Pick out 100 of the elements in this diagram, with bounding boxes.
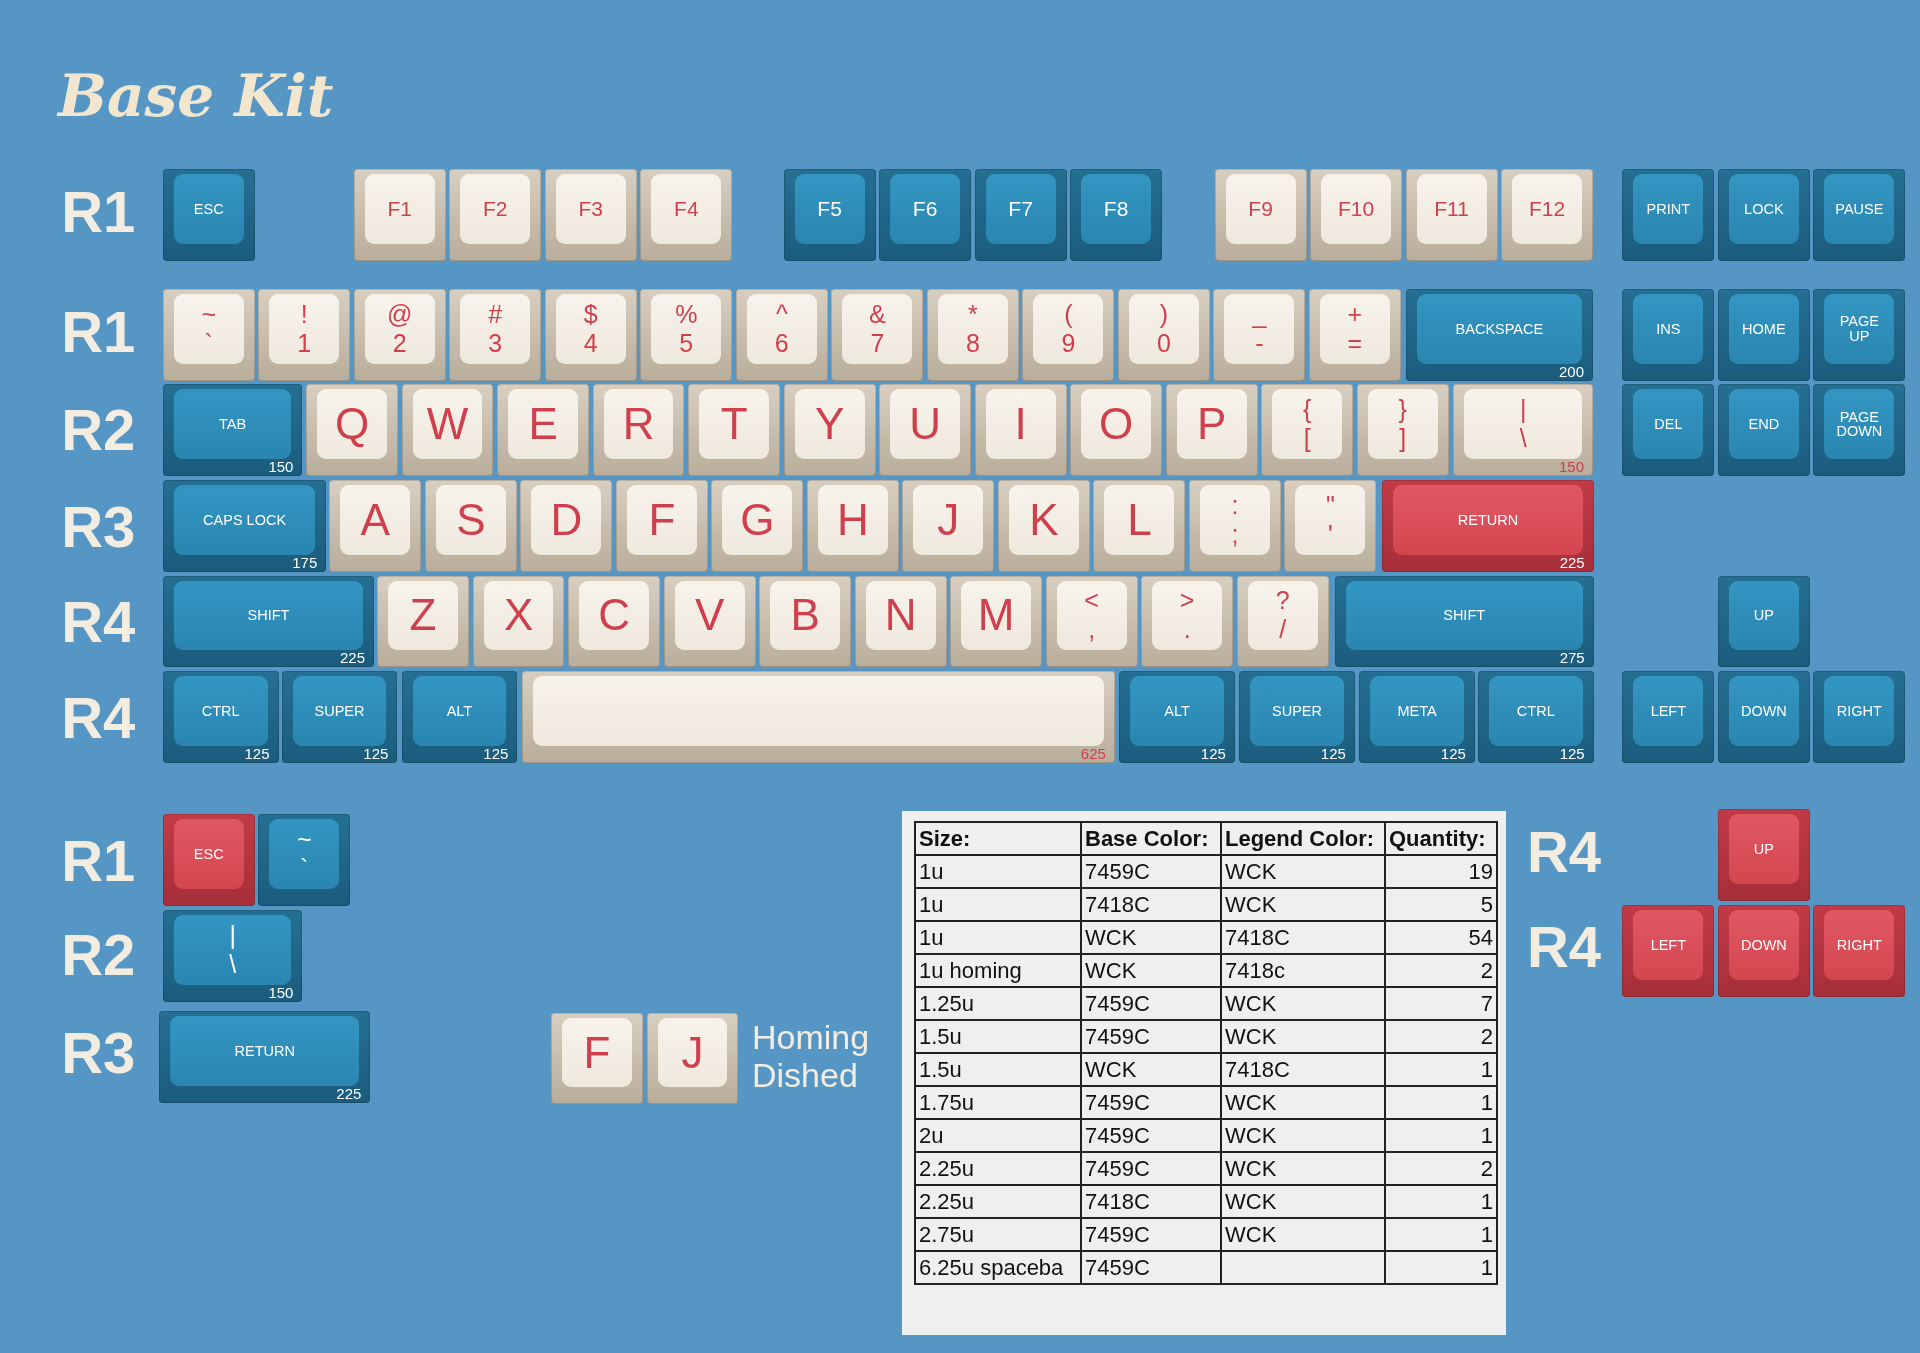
key-legend: UP — [1753, 608, 1774, 623]
key-legend: Z — [409, 593, 437, 638]
keycap — [950, 575, 1043, 668]
key-size-label: 275 — [1559, 650, 1585, 667]
table-cell: 1u — [915, 921, 1081, 954]
key-legend: $ — [583, 301, 598, 327]
keycap — [401, 671, 518, 763]
key-size-label: 225 — [1559, 554, 1585, 571]
key-legend: H — [836, 497, 869, 542]
table-cell: 7459C — [1081, 1152, 1221, 1185]
keycap — [353, 168, 446, 261]
table-cell: 7418C — [1221, 921, 1385, 954]
keycap — [926, 288, 1019, 381]
keycap — [974, 384, 1067, 477]
table-cell: WCK — [1221, 1119, 1385, 1152]
key-legend: + — [1347, 301, 1363, 327]
keycap — [1093, 480, 1186, 572]
key-legend: CTRL — [1516, 703, 1555, 719]
key-legend: Y — [814, 402, 845, 447]
key-size-label: 150 — [1559, 459, 1585, 476]
key-legend: 8 — [965, 330, 980, 356]
keycap — [1239, 671, 1355, 763]
table-cell: 7459C — [1081, 855, 1221, 888]
key-legend: ALT — [1164, 703, 1190, 719]
keycap — [162, 909, 303, 1002]
key-legend: ` — [204, 330, 213, 356]
key-legend: } — [1398, 397, 1407, 423]
key-legend: _ — [1252, 301, 1267, 327]
keycap — [592, 384, 685, 477]
key-legend: BACKSPACE — [1455, 321, 1544, 337]
key-legend: * — [968, 301, 978, 327]
key-legend: M — [977, 593, 1015, 638]
keycap — [1477, 671, 1594, 763]
keycap — [1119, 671, 1235, 763]
key-legend: 5 — [679, 330, 694, 356]
key-legend: J — [937, 497, 960, 542]
table-cell: WCK — [1081, 1053, 1221, 1086]
keycap — [1070, 168, 1163, 261]
key-legend: SHIFT — [247, 608, 290, 623]
table-cell: 2.25u — [915, 1152, 1081, 1185]
key-legend: DOWN — [1740, 937, 1787, 953]
key-legend: ; — [1231, 521, 1239, 547]
key-legend: PRINT — [1646, 201, 1691, 217]
key-legend: 0 — [1156, 330, 1171, 356]
keycap — [162, 168, 255, 261]
key-legend: F3 — [578, 198, 604, 220]
key-legend: F4 — [674, 198, 699, 220]
keycap — [974, 168, 1067, 261]
key-legend: PAGE UP — [1830, 314, 1889, 344]
keycap — [646, 1012, 739, 1105]
key-legend: ~ — [296, 827, 312, 853]
keycap — [879, 384, 971, 477]
key-legend: V — [694, 593, 725, 638]
key-legend: L — [1127, 497, 1152, 542]
keycap — [162, 384, 303, 477]
key-legend: F2 — [483, 198, 508, 220]
keycap — [258, 288, 351, 381]
keycap — [1453, 384, 1594, 477]
keycap — [162, 480, 327, 572]
key-legend: ! — [300, 301, 308, 327]
keycap — [1070, 384, 1163, 477]
key-legend: ] — [1399, 426, 1407, 452]
key-legend: F6 — [912, 198, 938, 220]
key-size-label: 125 — [1440, 745, 1466, 762]
key-legend: \ — [1519, 426, 1527, 452]
keycap — [711, 480, 804, 572]
table-cell: WCK — [1221, 1152, 1385, 1185]
table-cell: WCK — [1081, 921, 1221, 954]
row-label: R4 — [1526, 823, 1602, 882]
key-legend: < — [1084, 588, 1099, 614]
keycap — [159, 1011, 371, 1104]
key-legend: = — [1347, 330, 1363, 356]
key-legend: F11 — [1434, 198, 1469, 220]
key-legend: W — [426, 402, 469, 447]
keycap — [1382, 480, 1594, 572]
keycap — [1622, 384, 1715, 477]
key-legend: Q — [334, 402, 370, 447]
table-cell: 2u — [915, 1119, 1081, 1152]
key-legend: # — [488, 301, 503, 327]
key-size-label: 200 — [1559, 363, 1585, 380]
key-legend: I — [1014, 402, 1027, 447]
key-legend: ' — [1328, 521, 1333, 547]
key-legend: R — [622, 402, 655, 447]
table-cell: WCK — [1221, 855, 1385, 888]
keycap — [806, 480, 899, 572]
key-legend: G — [740, 497, 775, 542]
keycap — [1813, 671, 1906, 763]
keycap — [1334, 575, 1594, 668]
keycap — [1117, 288, 1210, 381]
keycap — [1165, 384, 1258, 477]
keycap — [568, 575, 660, 668]
key-legend: @ — [387, 301, 413, 327]
table-cell: 2 — [1385, 954, 1497, 987]
key-legend: 2 — [392, 330, 407, 356]
keycap — [1717, 575, 1810, 668]
table-cell: 1 — [1385, 1218, 1497, 1251]
table-cell: 1u homing — [915, 954, 1081, 987]
table-cell: 54 — [1385, 921, 1497, 954]
keycap — [640, 168, 733, 261]
table-header-cell: Quantity: — [1385, 822, 1497, 855]
